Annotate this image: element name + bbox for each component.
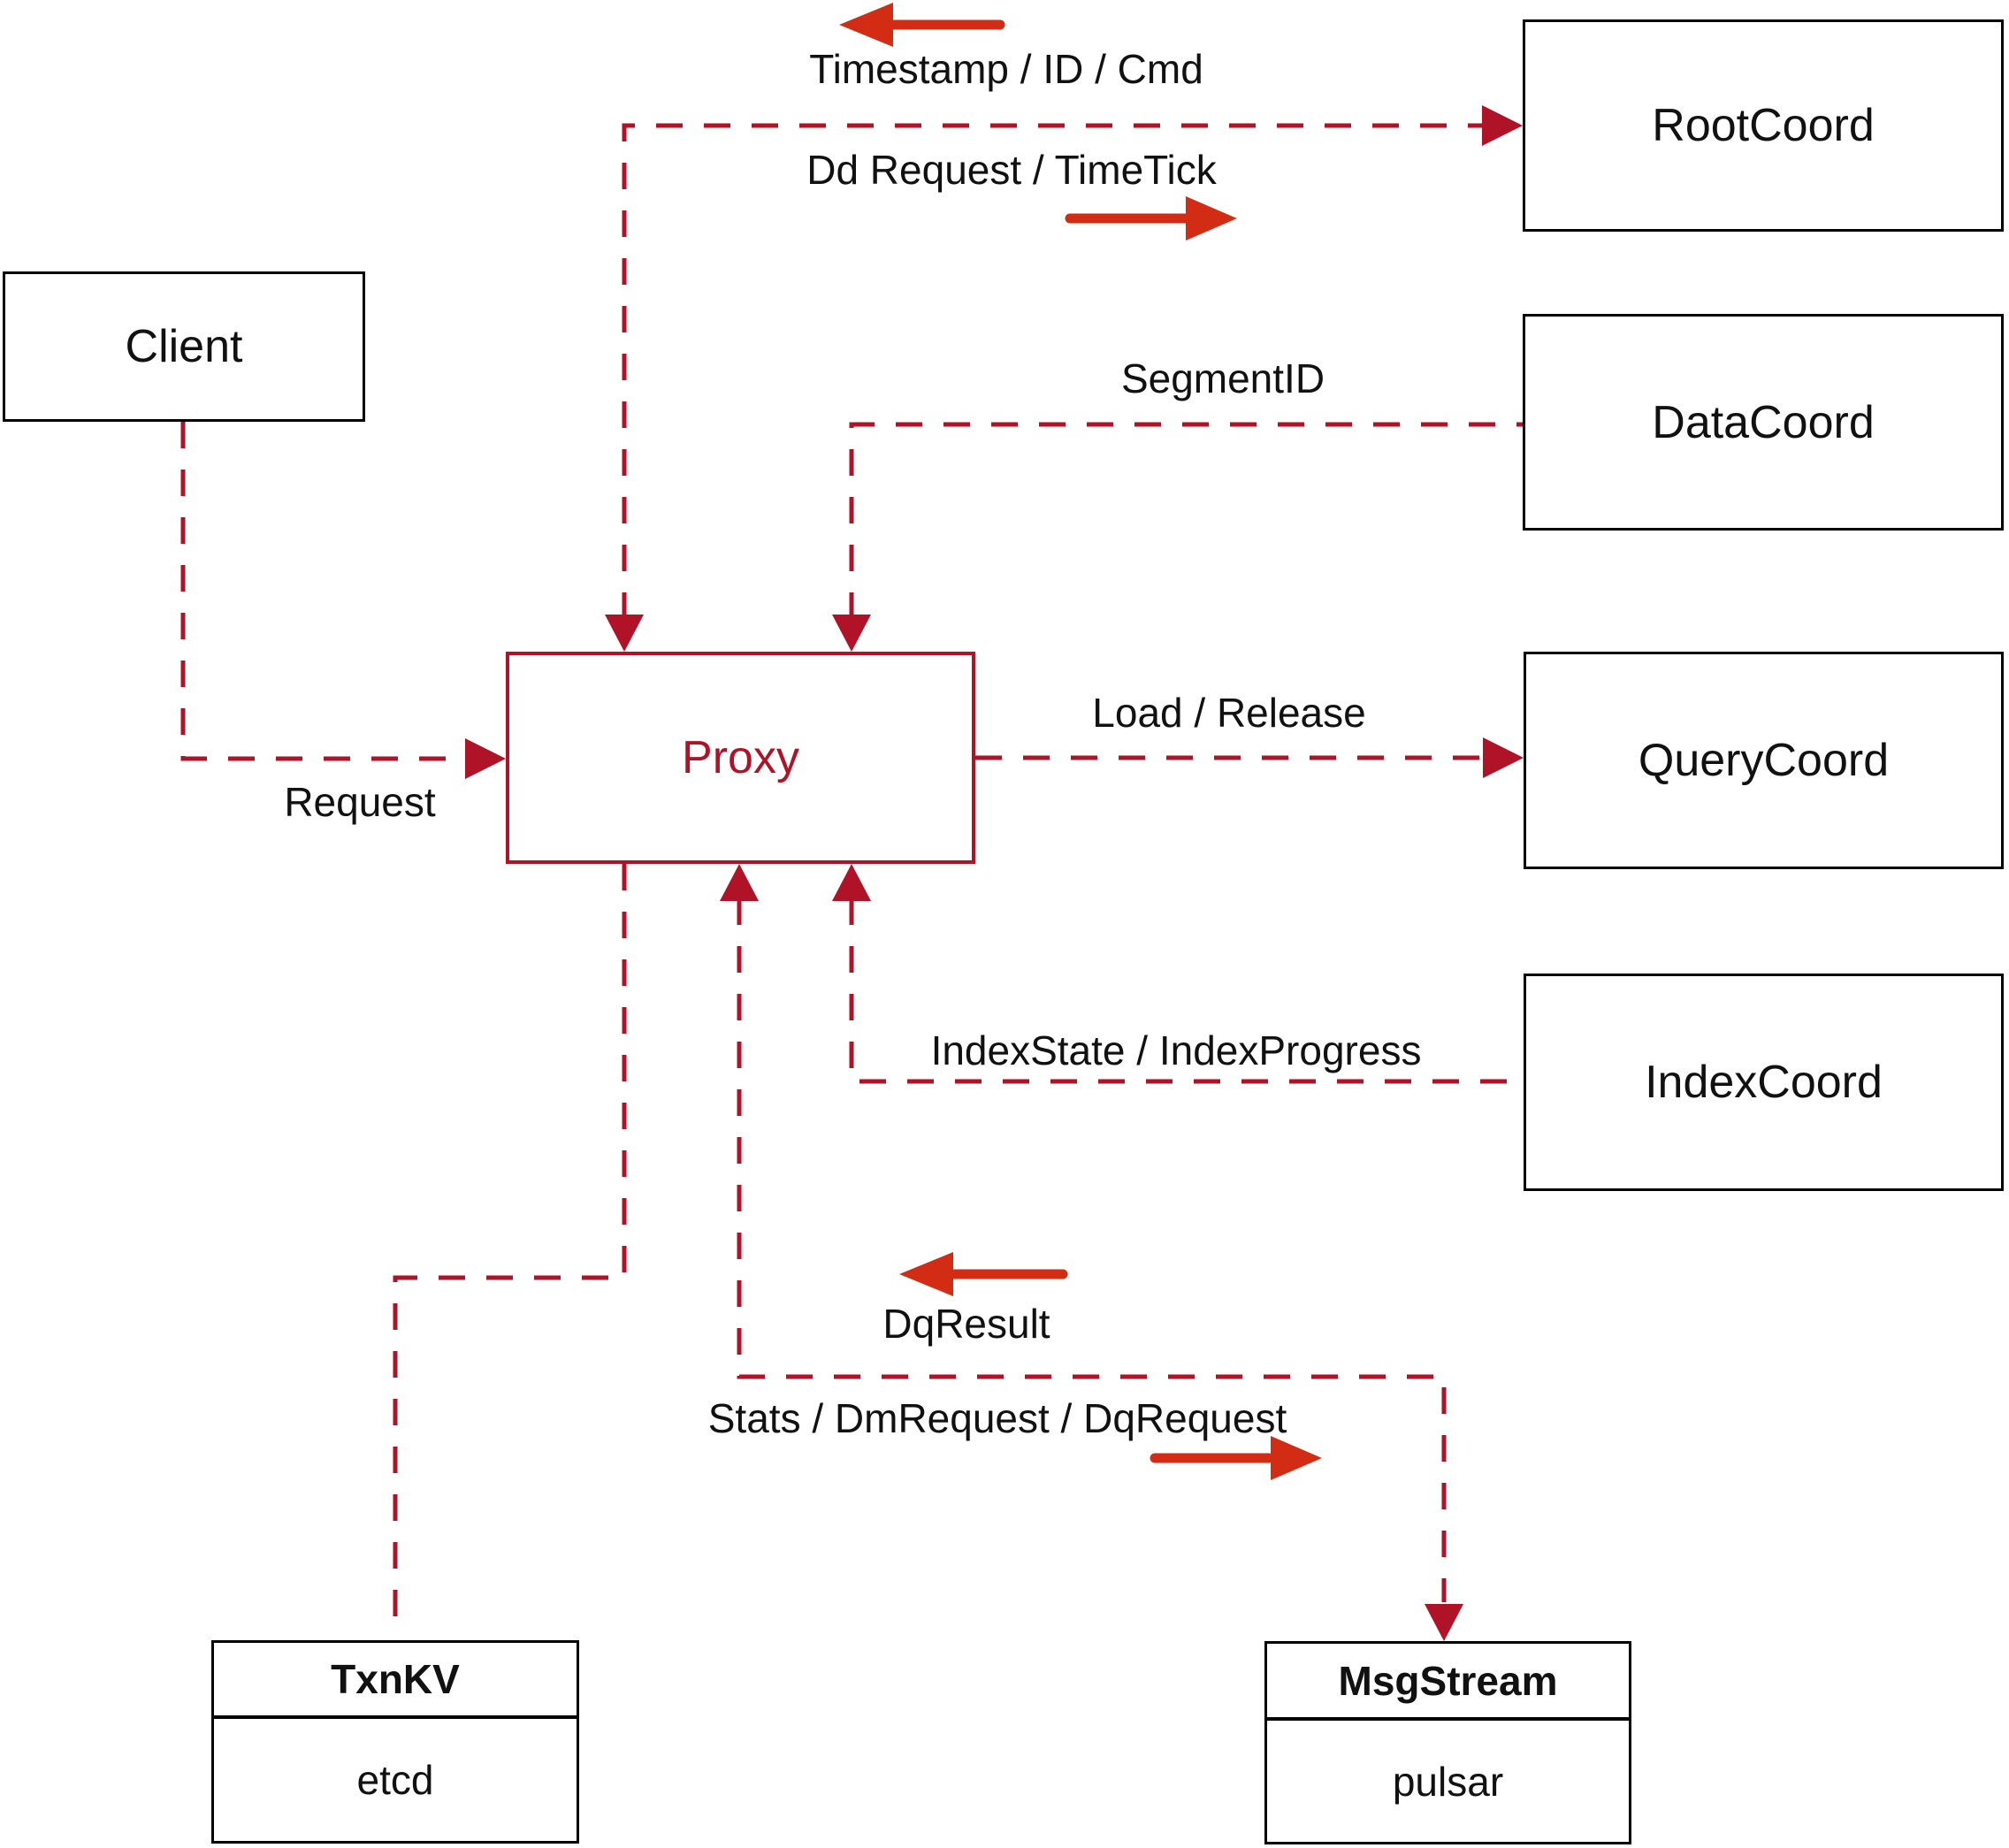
- dqresult-left-arrow-icon: [899, 1252, 953, 1296]
- arrowhead-into-querycoord-icon: [1483, 737, 1524, 778]
- edge-label-segmentid: SegmentID: [1120, 355, 1325, 401]
- node-querycoord-label: QueryCoord: [1638, 735, 1890, 786]
- node-rootcoord: RootCoord: [1523, 19, 2004, 232]
- stats-right-arrow-icon: [1271, 1436, 1322, 1480]
- node-rootcoord-label: RootCoord: [1652, 100, 1875, 151]
- arrowhead-into-proxy-top-left-icon: [605, 615, 644, 652]
- arrowhead-into-proxy-bottom-right-icon: [832, 864, 871, 901]
- node-client: Client: [3, 271, 365, 422]
- edge-proxy-msgstream: [737, 898, 1447, 1602]
- node-msgstream-subtitle: pulsar: [1392, 1758, 1504, 1805]
- arrowhead-into-proxy-top-right-icon: [832, 615, 871, 652]
- node-proxy-label: Proxy: [682, 732, 799, 783]
- node-indexcoord: IndexCoord: [1524, 974, 2004, 1191]
- arrowhead-into-proxy-left-icon: [465, 738, 506, 779]
- arrowhead-into-msgstream-icon: [1425, 1604, 1463, 1641]
- edge-datacoord-proxy: [849, 422, 1523, 619]
- node-indexcoord-label: IndexCoord: [1645, 1057, 1883, 1108]
- edge-proxy-txnkv: [393, 864, 627, 1638]
- edge-label-load-release: Load / Release: [1092, 690, 1366, 736]
- node-msgstream: MsgStream pulsar: [1264, 1641, 1631, 1844]
- edge-label-dd-request-timetick: Dd Request / TimeTick: [806, 147, 1217, 193]
- edge-label-request: Request: [284, 779, 436, 825]
- node-client-label: Client: [125, 321, 243, 372]
- edge-label-indexstate-indexprogress: IndexState / IndexProgress: [930, 1027, 1422, 1073]
- node-datacoord: DataCoord: [1523, 314, 2004, 531]
- edge-label-timestamp-id-cmd: Timestamp / ID / Cmd: [809, 46, 1203, 92]
- arrowhead-into-proxy-bottom-left-icon: [720, 864, 759, 901]
- node-datacoord-label: DataCoord: [1652, 396, 1875, 448]
- node-txnkv-subtitle: etcd: [356, 1757, 434, 1803]
- edge-label-stats-dmrequest-dqrequest: Stats / DmRequest / DqRequest: [707, 1395, 1287, 1441]
- node-txnkv-title: TxnKV: [214, 1643, 577, 1719]
- edge-proxy-rootcoord: [622, 123, 1482, 619]
- node-querycoord: QueryCoord: [1524, 652, 2004, 869]
- node-proxy: Proxy: [506, 652, 975, 864]
- edge-client-proxy: [180, 422, 465, 761]
- edge-label-dqresult: DqResult: [882, 1301, 1050, 1347]
- edge-indexcoord-proxy: [849, 898, 1524, 1084]
- timestamp-left-arrow-icon: [839, 3, 893, 47]
- node-msgstream-title: MsgStream: [1267, 1644, 1629, 1721]
- ddrequest-right-arrow-icon: [1186, 196, 1237, 241]
- node-txnkv: TxnKV etcd: [211, 1640, 579, 1844]
- arrowhead-into-rootcoord-icon: [1482, 105, 1523, 146]
